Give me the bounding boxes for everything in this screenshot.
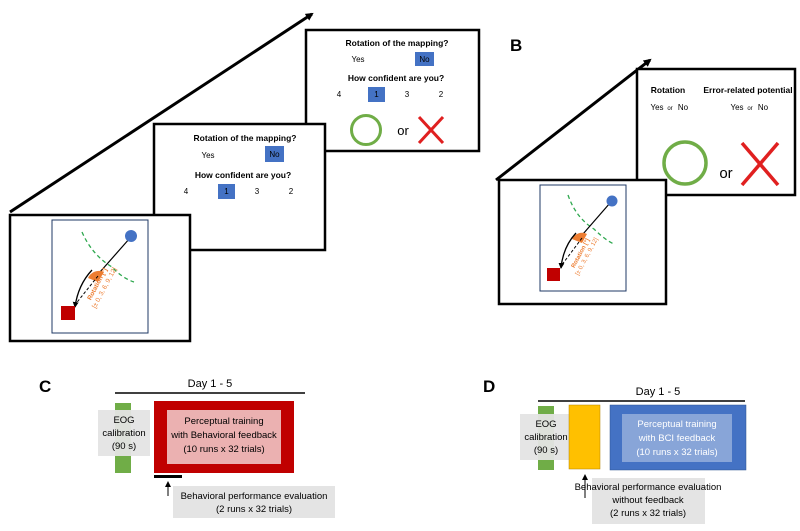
eog-line1: EOG: [535, 419, 556, 430]
evaluation-line1: Behavioral performance evaluation: [181, 491, 328, 502]
errp-title: Error-related potential: [703, 85, 792, 95]
panel-d: D Day 1 - 5 EOG calibration (90 s) Perce…: [483, 377, 747, 524]
time-arrow-a: [9, 12, 314, 214]
rotated-path-line: [560, 237, 583, 267]
errp-no: No: [758, 103, 769, 112]
confidence-option: 4: [184, 187, 189, 196]
panel-letter-c: C: [39, 377, 51, 396]
rotation-no: No: [678, 103, 689, 112]
correct-circle-icon: [350, 114, 382, 146]
training-line2: with BCI feedback: [638, 433, 716, 444]
training-label-box: [167, 410, 281, 464]
rotation-wedge: [572, 232, 587, 243]
evaluation-line2: (2 runs x 32 trials): [216, 504, 292, 515]
rotation-wedge: [88, 270, 104, 282]
training-line2: with Behavioral feedback: [170, 430, 277, 441]
eog-line2: calibration: [102, 428, 145, 439]
start-position-dot: [125, 230, 137, 242]
training-line1: Perceptual training: [637, 419, 716, 430]
time-arrow-b: [495, 58, 652, 182]
cursor-path-line: [99, 237, 131, 273]
confidence-option: 3: [405, 90, 410, 99]
question-confidence: How confident are you?: [195, 170, 291, 180]
eog-line3: (90 s): [534, 445, 558, 456]
no-option: No: [269, 150, 280, 159]
evaluation-line3: (2 runs x 32 trials): [610, 508, 686, 519]
training-line1: Perceptual training: [184, 416, 263, 427]
correct-circle-icon: [662, 140, 708, 186]
training-label-box: [622, 414, 732, 462]
or-label: or: [397, 123, 409, 138]
training-block: [609, 404, 747, 471]
confidence-highlight: [218, 184, 235, 199]
evaluation-block: [568, 404, 601, 470]
panel-c: C Day 1 - 5 EOG calibration (90 s) Perce…: [39, 377, 335, 518]
panel-letter-d: D: [483, 377, 495, 396]
evaluation-label-box: [173, 486, 335, 518]
target-arc: [567, 194, 615, 245]
evaluation-line2: without feedback: [611, 495, 684, 506]
confidence-highlight: [368, 87, 385, 102]
training-line3: (10 runs x 32 trials): [183, 444, 264, 455]
confidence-option: 2: [289, 187, 294, 196]
yes-option: Yes: [201, 151, 214, 160]
day-label: Day 1 - 5: [636, 386, 681, 398]
no-option: No: [419, 55, 430, 64]
eog-line3: (90 s): [112, 441, 136, 452]
eog-line1: EOG: [113, 415, 134, 426]
eog-line2: calibration: [524, 432, 567, 443]
confidence-option: 1: [374, 90, 379, 99]
wrong-cross-icon: [417, 115, 445, 145]
panel-letter-b: B: [510, 36, 522, 55]
confidence-option: 2: [439, 90, 444, 99]
start-position-dot: [606, 195, 618, 207]
rotation-arrow: [72, 269, 93, 308]
eog-label-box: [520, 414, 572, 460]
target-arc: [81, 231, 135, 283]
errp-or: or: [747, 106, 752, 112]
training-line3: (10 runs x 32 trials): [636, 447, 717, 458]
rotation-yes: Yes: [650, 103, 663, 112]
evaluation-bar: [154, 475, 182, 478]
rotated-path-line: [73, 275, 99, 307]
yes-option: Yes: [351, 55, 364, 64]
errp-yes: Yes: [730, 103, 743, 112]
confidence-option: 4: [337, 90, 342, 99]
rotation-title: Rotation: [651, 85, 685, 95]
evaluation-label-box: [592, 478, 705, 524]
question-rotation: Rotation of the mapping?: [194, 133, 297, 143]
no-option-highlight: [415, 52, 434, 66]
confidence-option: 3: [255, 187, 260, 196]
target-square: [547, 268, 560, 281]
screen-back-a: [304, 28, 481, 153]
question-rotation: Rotation of the mapping?: [346, 38, 449, 48]
day-label: Day 1 - 5: [188, 378, 233, 390]
panel-b: B Rotation Yes or No Error-related poten…: [495, 36, 797, 306]
evaluation-line1: Behavioral performance evaluation: [575, 482, 722, 493]
or-label: or: [719, 165, 732, 182]
rotation-or: or: [667, 106, 672, 112]
confidence-option: 1: [224, 187, 229, 196]
wrong-cross-icon: [740, 141, 780, 187]
rotation-arrow: [558, 232, 577, 269]
target-square: [61, 306, 75, 320]
question-confidence: How confident are you?: [348, 73, 444, 83]
no-option-highlight: [265, 146, 284, 162]
eog-label-box: [98, 410, 150, 456]
cursor-path-line: [582, 202, 611, 235]
panel-a: Rotation of the mapping? Yes No How conf…: [8, 12, 481, 343]
